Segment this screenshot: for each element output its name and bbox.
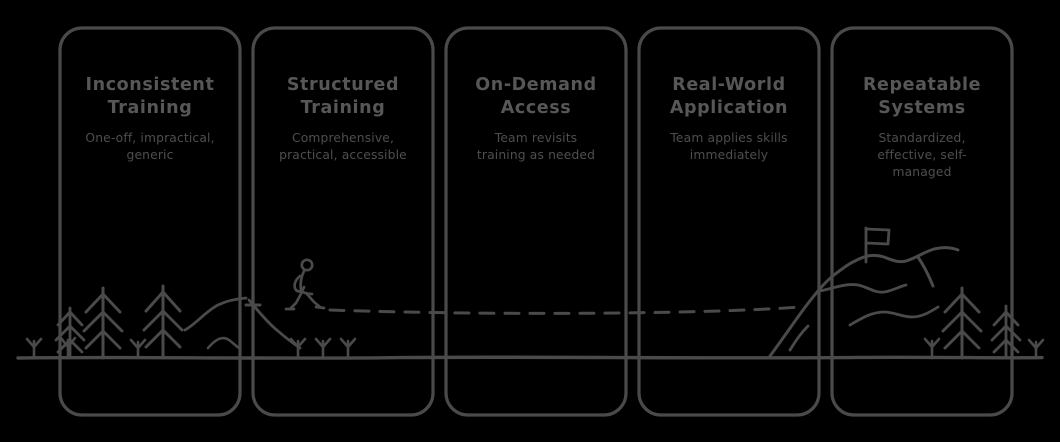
mountain-inner-ridge-2 <box>848 305 940 327</box>
hill-ridge-low <box>206 336 241 350</box>
panel-frame-real-world-application[interactable] <box>637 26 821 417</box>
grass-tuft-right-1 <box>923 337 941 360</box>
panel-frame-group <box>58 26 1014 417</box>
grass-tuft-left-1 <box>25 337 43 360</box>
pine-tree-right-tall <box>941 286 983 360</box>
grass-tuft-left-3 <box>129 338 147 360</box>
pine-tree-right-small <box>990 304 1022 360</box>
mountain-range <box>768 246 960 358</box>
panel-frame-structured-training[interactable] <box>251 26 435 417</box>
flag-banner <box>864 227 891 246</box>
hiker-figure <box>284 258 326 311</box>
hill-ridge-left <box>183 296 248 332</box>
pine-tree-left-tall-2 <box>142 284 184 360</box>
mountain-inner-ridge-1 <box>818 283 908 294</box>
mountain-summit-ridge <box>853 246 960 264</box>
mountain-main-ridge <box>768 259 857 358</box>
grass-tuft-hill-2 <box>314 337 332 360</box>
mountain-right-slope <box>916 255 935 288</box>
panel-frame-on-demand-access[interactable] <box>444 26 628 417</box>
grass-tuft-hill-1 <box>289 337 307 360</box>
summit-flag <box>864 226 891 264</box>
grass-tuft-right-2 <box>1027 338 1045 360</box>
panel-frame-inconsistent-training[interactable] <box>58 26 242 417</box>
pine-tree-left-tall-1 <box>82 286 124 360</box>
mountain-base-left <box>788 324 810 352</box>
dashed-trail-path <box>244 303 802 315</box>
grass-tuft-hill-3 <box>339 337 357 360</box>
pine-tree-left-small <box>54 306 86 360</box>
ground-line <box>16 355 1044 360</box>
panel-frame-repeatable-systems[interactable] <box>830 26 1014 417</box>
